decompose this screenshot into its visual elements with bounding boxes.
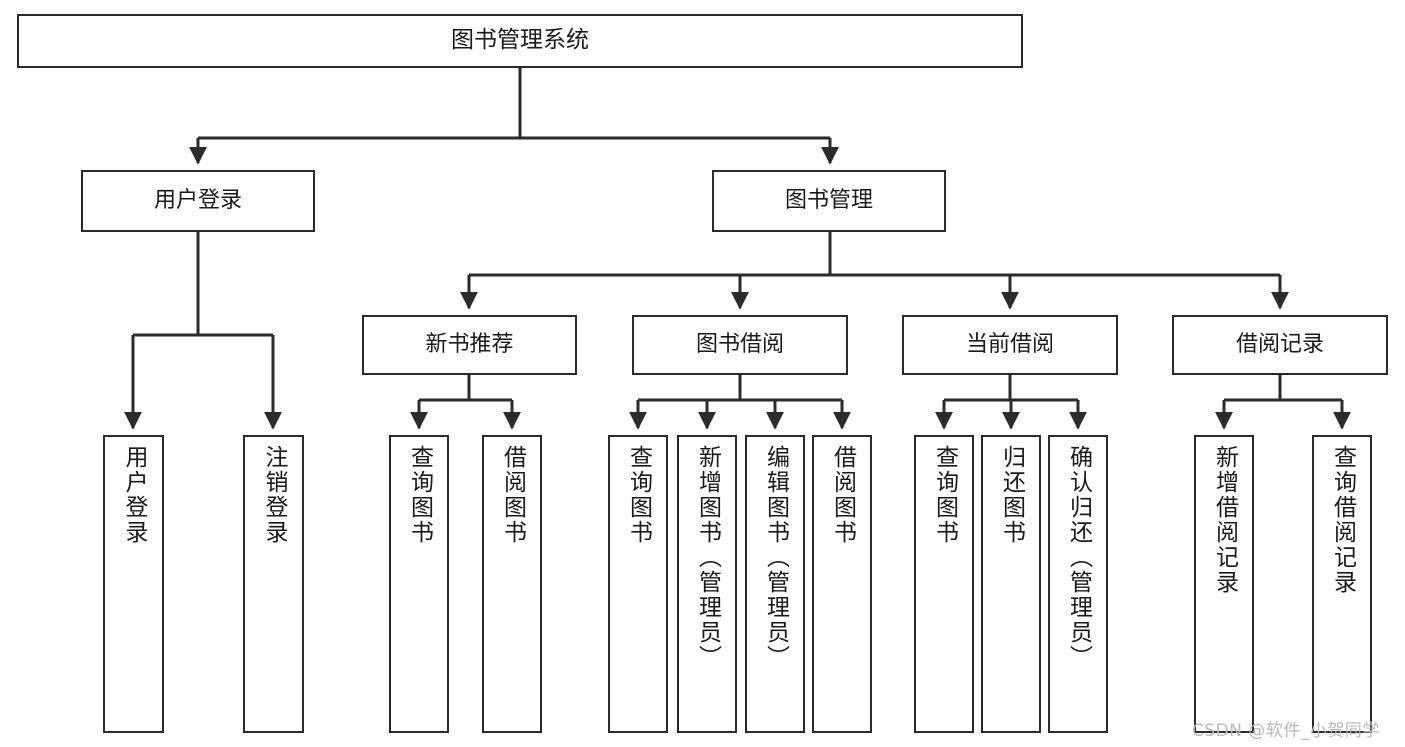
node-leaf-borrow-book-recommend[interactable]: 借阅图书 xyxy=(482,435,542,733)
node-leaf-query-borrow-record-label: 查询借阅记录 xyxy=(1329,445,1356,595)
node-leaf-add-borrow-record-label: 新增借阅记录 xyxy=(1211,445,1238,595)
node-book-management[interactable]: 图书管理 xyxy=(712,170,946,232)
node-leaf-logout-label: 注销登录 xyxy=(261,445,287,545)
node-leaf-borrow-book[interactable]: 借阅图书 xyxy=(812,435,872,733)
node-leaf-query-borrow-record[interactable]: 查询借阅记录 xyxy=(1312,435,1372,733)
node-leaf-confirm-return-admin-label: 确认归还（管理员） xyxy=(1065,445,1092,670)
node-leaf-borrow-book-recommend-label: 借阅图书 xyxy=(499,445,526,545)
node-current-borrow-label: 当前借阅 xyxy=(965,332,1054,358)
node-leaf-query-book-borrow-label: 查询图书 xyxy=(625,445,652,545)
watermark-text: CSDN @软件_小贺同学 xyxy=(1192,721,1380,741)
node-leaf-query-book-recommend-label: 查询图书 xyxy=(406,445,433,545)
node-user-login-label: 用户登录 xyxy=(153,188,242,214)
node-leaf-query-book-borrow[interactable]: 查询图书 xyxy=(608,435,668,733)
node-leaf-query-book-current[interactable]: 查询图书 xyxy=(914,435,974,733)
node-book-borrow-label: 图书借阅 xyxy=(695,332,784,358)
node-leaf-user-login-label: 用户登录 xyxy=(121,445,147,545)
node-new-book-recommend-label: 新书推荐 xyxy=(425,332,514,358)
node-leaf-add-book-admin-label: 新增图书（管理员） xyxy=(694,445,721,670)
node-borrow-record[interactable]: 借阅记录 xyxy=(1172,315,1388,375)
node-borrow-record-label: 借阅记录 xyxy=(1235,332,1324,358)
node-leaf-user-login[interactable]: 用户登录 xyxy=(103,435,164,733)
node-leaf-confirm-return-admin[interactable]: 确认归还（管理员） xyxy=(1048,435,1108,733)
node-leaf-return-book-label: 归还图书 xyxy=(998,445,1025,545)
node-leaf-logout[interactable]: 注销登录 xyxy=(243,435,304,733)
node-user-login[interactable]: 用户登录 xyxy=(81,170,315,232)
node-new-book-recommend[interactable]: 新书推荐 xyxy=(362,315,577,375)
node-root[interactable]: 图书管理系统 xyxy=(17,14,1023,68)
node-book-management-label: 图书管理 xyxy=(784,188,873,214)
node-leaf-edit-book-admin[interactable]: 编辑图书（管理员） xyxy=(745,435,805,733)
node-leaf-borrow-book-label: 借阅图书 xyxy=(829,445,856,545)
node-current-borrow[interactable]: 当前借阅 xyxy=(902,315,1118,375)
node-leaf-query-book-current-label: 查询图书 xyxy=(931,445,958,545)
node-leaf-query-book-recommend[interactable]: 查询图书 xyxy=(389,435,449,733)
node-leaf-edit-book-admin-label: 编辑图书（管理员） xyxy=(762,445,789,670)
node-book-borrow[interactable]: 图书借阅 xyxy=(632,315,848,375)
node-leaf-return-book[interactable]: 归还图书 xyxy=(981,435,1041,733)
node-leaf-add-book-admin[interactable]: 新增图书（管理员） xyxy=(677,435,737,733)
node-leaf-add-borrow-record[interactable]: 新增借阅记录 xyxy=(1194,435,1254,733)
node-root-label: 图书管理系统 xyxy=(451,27,589,54)
